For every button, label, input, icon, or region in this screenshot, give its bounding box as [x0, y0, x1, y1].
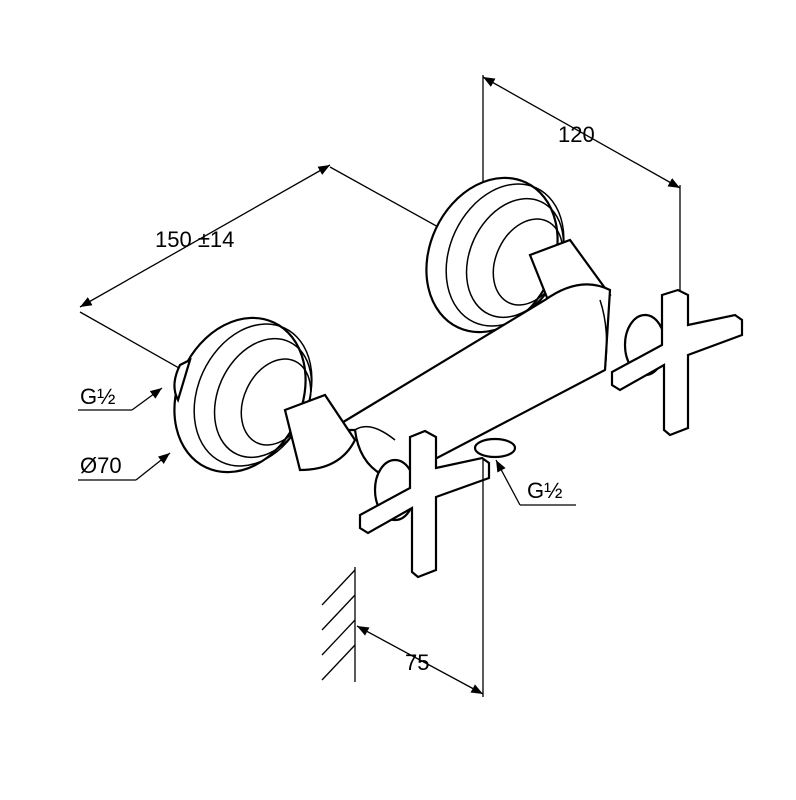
front-wall-flange: [173, 316, 357, 474]
dimension-150-label: 150 ±14: [155, 227, 234, 252]
diameter-callout: Ø70: [78, 452, 171, 481]
dimension-75: 75: [321, 460, 484, 697]
dimension-120: 120: [482, 75, 681, 312]
wall-hatching: [321, 569, 356, 681]
thread-bottom-callout: G½: [495, 459, 576, 506]
thread-bottom-label: G½: [527, 478, 562, 503]
bottom-outlet: [473, 437, 517, 459]
dimension-120-label: 120: [558, 122, 595, 147]
dimension-75-label: 75: [405, 650, 429, 675]
thread-left-label: G½: [80, 384, 115, 409]
rear-cross-handle: [610, 288, 744, 437]
diameter-label: Ø70: [80, 453, 122, 478]
mixer-body: [326, 283, 612, 482]
front-cross-handle: [358, 429, 491, 579]
dimension-150: 150 ±14: [79, 164, 486, 399]
thread-left-callout: G½: [78, 384, 163, 411]
